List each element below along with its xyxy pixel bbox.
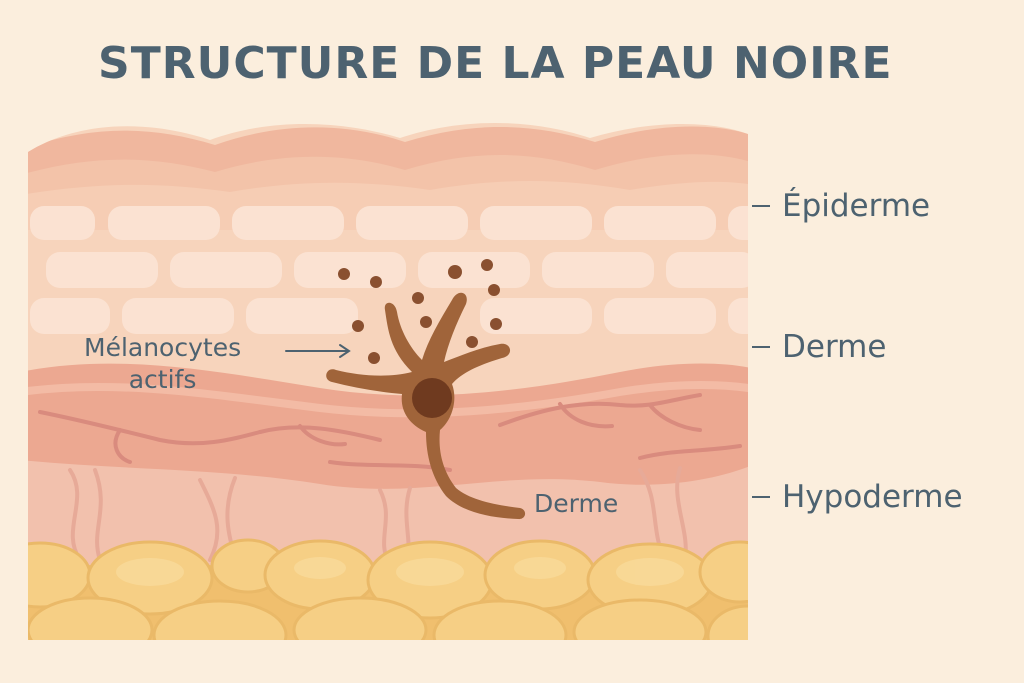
melanocytes-label-line2: actifs (128, 365, 197, 394)
melanin-granules (338, 259, 502, 364)
label-tick (752, 205, 770, 207)
layer-label-dermis: Derme (752, 329, 886, 365)
dermis-label: Derme (782, 329, 887, 365)
melanocyte-nucleus (412, 378, 452, 418)
hypodermis-label: Hypoderme (782, 479, 963, 515)
label-tick (752, 496, 770, 498)
diagram-title: STRUCTURE DE LA PEAU NOIRE (98, 38, 893, 89)
epidermis-label: Épiderme (782, 188, 931, 224)
melanocyte (326, 292, 526, 520)
layer-label-epidermis: Épiderme (752, 188, 930, 224)
callout-arrow (285, 344, 351, 358)
melanocytes-callout: Mélanocytes actifs (84, 332, 241, 396)
layer-label-hypodermis: Hypoderme (752, 479, 963, 515)
melanocytes-label-line1: Mélanocytes (84, 333, 242, 362)
label-tick (752, 346, 770, 348)
dermis-callout: Derme (534, 489, 619, 518)
